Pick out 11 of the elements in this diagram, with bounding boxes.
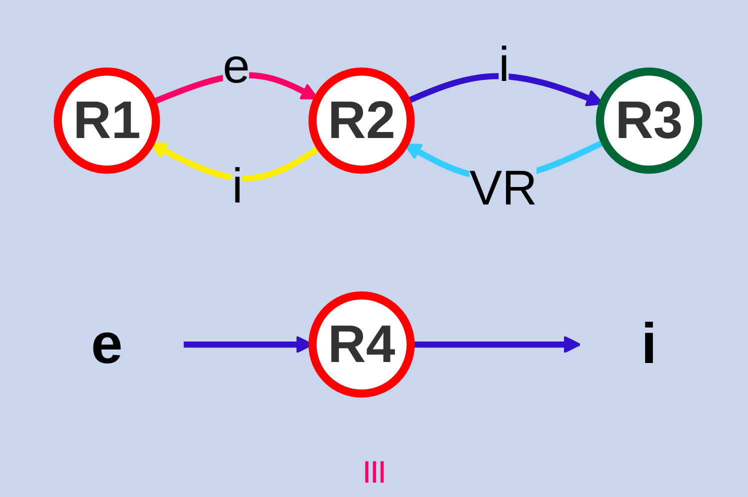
node-circle: R4 [308, 290, 415, 398]
node-text: i [641, 311, 657, 375]
node-text: e [91, 311, 123, 375]
node-circle: R3 [596, 66, 702, 174]
edge-label: VR [469, 161, 538, 216]
edge-label: i [232, 159, 243, 214]
node-circle: R1 [54, 66, 160, 174]
edge-label: i [498, 38, 510, 93]
equivalence-sign: ≡ [349, 459, 399, 485]
node-circle: R2 [308, 66, 415, 174]
edge-label: e [222, 39, 250, 94]
